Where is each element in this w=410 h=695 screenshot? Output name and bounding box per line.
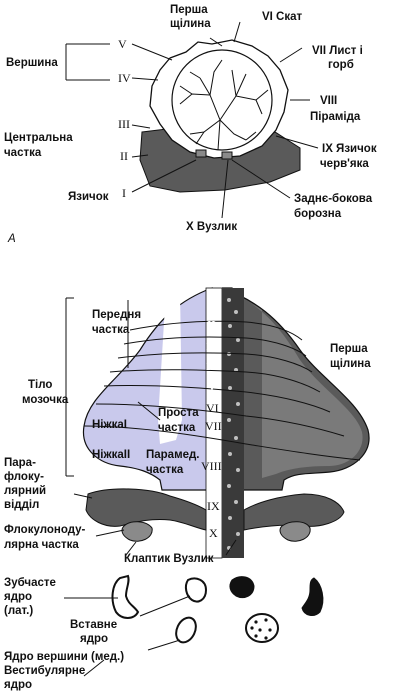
label-b-parafloc-4: відділ <box>4 499 39 511</box>
label-b-simple-2: частка <box>158 422 196 434</box>
label-a-central-2: частка <box>4 147 42 159</box>
nodule-rect-1 <box>195 149 207 158</box>
flocculonodular-layer <box>85 488 207 531</box>
vestibular-dots <box>250 618 272 640</box>
nuclei-leaders <box>64 595 191 677</box>
label-a-pyramid-2: Піраміда <box>310 111 361 123</box>
label-a-pyramid-1: VIII <box>320 95 337 107</box>
label-a-folium-2: горб <box>328 59 354 71</box>
flocculus-right <box>279 521 311 542</box>
label-fastigial: Ядро вершини (мед.) <box>4 651 124 663</box>
label-a-uvula-1: IX Язичок <box>322 143 377 155</box>
emboliform-left <box>184 577 208 603</box>
roman-b-III: III <box>206 341 219 353</box>
flocculonodular-layer-right <box>243 493 345 531</box>
roman-b-V: V <box>208 381 216 393</box>
label-a-first-fissure-2: щілина <box>170 18 211 30</box>
label-a-first-fissure-1: Перша <box>170 4 208 16</box>
label-a-postlat-2: борозна <box>294 208 342 220</box>
label-a-slope: VI Скат <box>262 11 303 23</box>
panel-b: I II III IV V VI VII VIII IX X Передня ч… <box>4 287 371 565</box>
vermis-dark-column <box>222 288 244 558</box>
panel-a-letter: А <box>7 233 16 245</box>
label-b-parafloc-2: флоку- <box>4 471 44 483</box>
label-b-first-fissure-2: щілина <box>330 358 371 370</box>
roman-b-VIII: VIII <box>201 459 222 473</box>
label-a-nodulus: X Вузлик <box>186 221 237 233</box>
dentate-left <box>111 574 140 619</box>
roman-a-V: V <box>118 37 127 51</box>
nodule-rect-2 <box>221 151 233 160</box>
label-b-crus1: НіжкаІ <box>92 419 127 431</box>
label-b-anterior-2: частка <box>92 324 130 336</box>
roman-b-IV: IV <box>206 361 218 373</box>
label-dentate-2: ядро <box>4 591 32 603</box>
right-lobe-band <box>246 300 363 478</box>
label-dentate-3: (лат.) <box>4 605 33 617</box>
label-b-body-1: Тіло <box>28 379 52 391</box>
vestibular-right <box>245 613 279 643</box>
roman-a-I: I <box>122 186 126 200</box>
label-vestibular-2: ядро <box>4 679 32 691</box>
fastigial-left <box>175 616 197 644</box>
label-emboliform-2: ядро <box>80 633 108 645</box>
label-dentate-1: Зубчасте <box>4 577 56 589</box>
label-b-parafloc-1: Пара- <box>4 457 36 469</box>
label-a-apex: Вершина <box>6 57 58 69</box>
label-b-first-fissure-1: Перша <box>330 343 368 355</box>
label-b-paramedian-1: Парамед. <box>146 449 199 461</box>
label-b-flocnod-2: лярна частка <box>4 539 79 551</box>
label-a-lingula: Язичок <box>68 191 109 203</box>
label-a-central-1: Центральна <box>4 132 73 144</box>
flocculus-left <box>121 521 153 542</box>
label-b-parafloc-3: лярний <box>4 485 46 497</box>
label-b-crus2: НіжкаІІ <box>92 449 130 461</box>
panel-a: V IV III II I Перша щілина VI Скат Верши… <box>4 4 377 245</box>
label-b-body-2: мозочка <box>22 394 69 406</box>
label-vestibular-1: Вестибулярне <box>4 665 85 677</box>
label-a-uvula-2: черв'яка <box>320 158 369 170</box>
label-b-flocnod-1: Флокулоноду- <box>4 524 86 536</box>
roman-b-VI: VI <box>206 401 219 415</box>
panel-b-leaders <box>65 297 237 556</box>
roman-b-VII: VII <box>205 419 222 433</box>
panel-a-leaders <box>65 21 319 219</box>
roman-b-X: X <box>209 526 218 540</box>
arbor-vitae <box>179 59 269 151</box>
roman-a-III: III <box>118 117 130 131</box>
label-b-anterior-1: Передня <box>92 309 141 321</box>
roman-a-II: II <box>120 149 128 163</box>
roman-a-IV: IV <box>118 71 131 85</box>
nucleus-right-2 <box>301 577 324 616</box>
left-white-band <box>158 290 182 444</box>
label-a-folium-1: VII Лист і <box>312 45 363 57</box>
nucleus-right-1 <box>229 576 255 599</box>
nuclei-panel: Зубчасте ядро (лат.) Вставне ядро Ядро в… <box>4 574 324 691</box>
label-b-floc-nodulus: Клаптик Вузлик <box>124 553 214 565</box>
label-emboliform-1: Вставне <box>70 619 117 631</box>
label-b-simple-1: Проста <box>158 407 199 419</box>
roman-b-I: I <box>209 293 213 305</box>
label-b-paramedian-2: частка <box>146 464 184 476</box>
roman-b-IX: IX <box>207 499 220 513</box>
label-a-postlat-1: Заднє-бокова <box>294 193 373 205</box>
vermis-core <box>171 49 273 151</box>
roman-b-II: II <box>207 319 216 331</box>
